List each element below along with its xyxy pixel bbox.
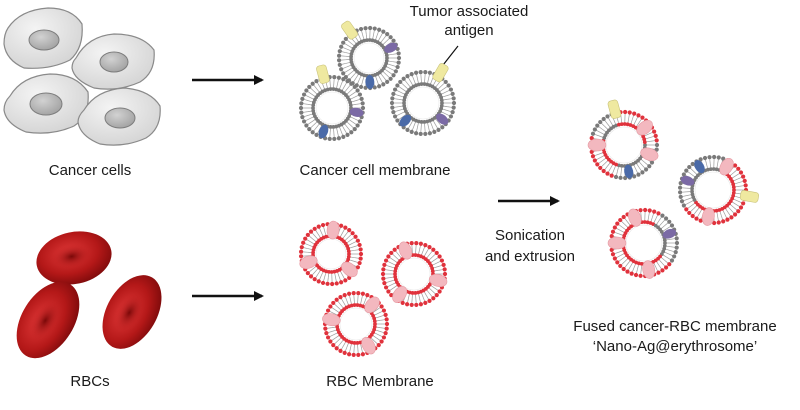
red-blood-cell	[31, 225, 116, 292]
label-line: ‘Nano-Ag@erythrosome’	[555, 337, 795, 357]
fused-membrane-vesicle	[678, 155, 759, 227]
label-line: Fused cancer-RBC membrane	[555, 317, 795, 337]
label-rbcs: RBCs	[40, 372, 140, 392]
label-sonication-extrusion: Sonication and extrusion	[470, 225, 590, 267]
cancer-cell	[4, 8, 82, 68]
fused-membrane-vesicle	[608, 207, 679, 279]
rbc-membrane-vesicle	[298, 221, 363, 286]
cancer-cells-group	[4, 8, 160, 145]
red-blood-cell	[4, 271, 93, 370]
cancer-cell	[72, 34, 154, 89]
fused-membrane-vesicle	[588, 99, 660, 180]
cancer-membrane-vesicle	[390, 62, 456, 136]
label-cancer-cells: Cancer cells	[30, 161, 150, 181]
rbc-membrane-vesicle	[321, 291, 389, 357]
label-line: Sonication	[470, 225, 590, 246]
label-rbc-membrane: RBC Membrane	[300, 372, 460, 392]
red-blood-cell	[90, 265, 173, 359]
cancer-cell	[4, 74, 88, 133]
cancer-membrane-vesicle	[299, 64, 365, 141]
label-line: and extrusion	[470, 246, 590, 267]
label-fused-membrane: Fused cancer-RBC membrane ‘Nano-Ag@eryth…	[555, 317, 795, 357]
label-tumor-associated-antigen: Tumor associated antigen	[378, 2, 560, 40]
rbcs-group	[4, 225, 174, 370]
label-line: Tumor associated	[378, 2, 560, 21]
label-line: antigen	[378, 21, 560, 40]
label-cancer-cell-membrane: Cancer cell membrane	[265, 161, 485, 181]
rbc-membrane-vesicle	[381, 240, 448, 307]
cancer-cell	[78, 88, 160, 145]
vesicles-group	[298, 20, 759, 357]
